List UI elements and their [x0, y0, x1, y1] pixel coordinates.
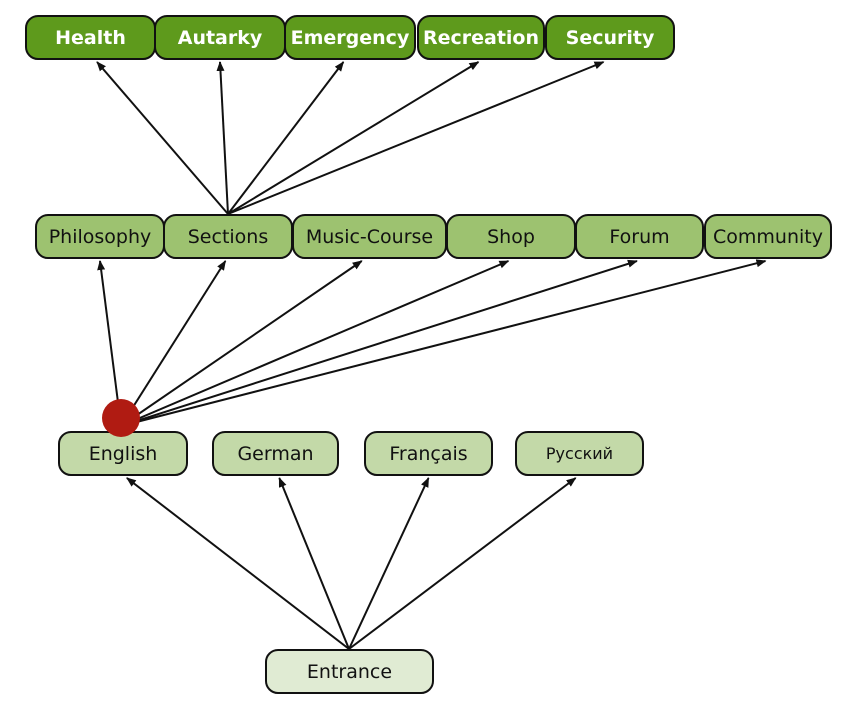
node-english[interactable]: English: [58, 431, 188, 476]
edge-entrance-to-english: [126, 477, 350, 650]
edge-sections-to-autarky: [216, 61, 229, 215]
node-russian[interactable]: Русский: [515, 431, 644, 476]
edge-english-to-sections: [120, 260, 227, 427]
edge-entrance-to-francais: [348, 477, 430, 650]
node-german[interactable]: German: [212, 431, 339, 476]
node-music-course[interactable]: Music-Course: [292, 214, 447, 259]
edge-sections-to-recreation: [227, 61, 480, 215]
edge-entrance-to-russian: [348, 477, 577, 650]
edge-entrance-to-german: [278, 477, 350, 650]
edge-sections-to-security: [227, 61, 605, 215]
edge-english-to-forum: [120, 259, 638, 427]
edge-sections-to-health: [96, 61, 229, 215]
node-autarky[interactable]: Autarky: [154, 15, 286, 60]
node-forum[interactable]: Forum: [575, 214, 704, 259]
node-community[interactable]: Community: [704, 214, 832, 259]
node-security[interactable]: Security: [545, 15, 675, 60]
edge-sections-to-emergency: [227, 61, 345, 215]
node-francais[interactable]: Français: [364, 431, 493, 476]
edge-english-to-music-course: [120, 260, 363, 427]
node-shop[interactable]: Shop: [446, 214, 576, 259]
edge-english-to-philosophy: [97, 260, 122, 427]
node-entrance[interactable]: Entrance: [265, 649, 434, 694]
current-location-marker: [102, 399, 140, 437]
node-health[interactable]: Health: [25, 15, 156, 60]
node-philosophy[interactable]: Philosophy: [35, 214, 165, 259]
edge-english-to-community: [120, 259, 767, 427]
edge-english-to-shop: [120, 260, 510, 427]
node-emergency[interactable]: Emergency: [284, 15, 416, 60]
node-sections[interactable]: Sections: [163, 214, 293, 259]
node-recreation[interactable]: Recreation: [417, 15, 545, 60]
